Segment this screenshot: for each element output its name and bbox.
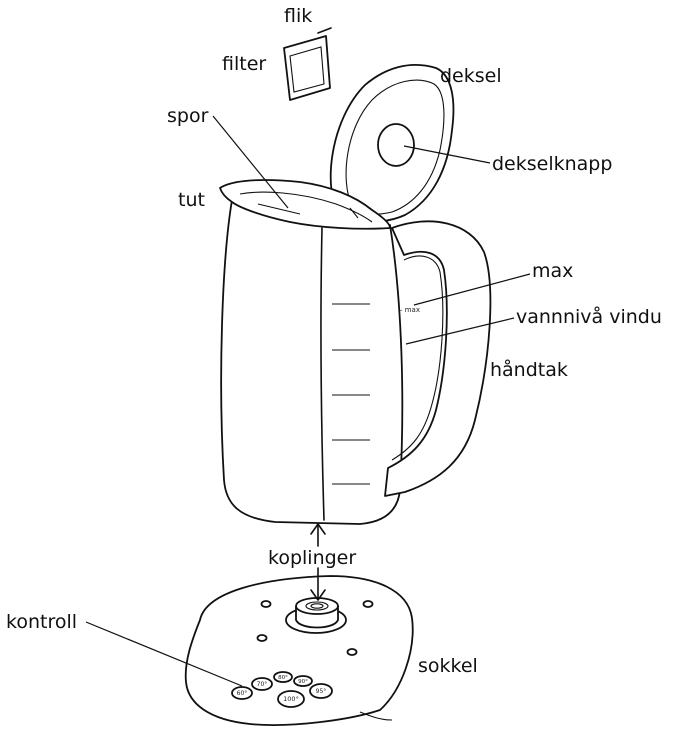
label-sokkel: sokkel [418, 655, 478, 677]
connection-arrow [310, 523, 326, 601]
label-deksel: deksel [440, 65, 502, 87]
temp-button-70[interactable]: 70° [251, 677, 273, 691]
leader-max [413, 273, 531, 306]
label-filter: filter [222, 53, 266, 75]
svg-text:100°: 100° [283, 695, 299, 703]
label-dekselknapp: dekselknapp [492, 153, 612, 175]
label-vannniva-vindu: vannnivå vindu [516, 305, 662, 328]
label-kontroll: kontroll [6, 611, 77, 633]
leader-vannniva [405, 317, 515, 345]
label-koplinger: koplinger [268, 547, 356, 569]
filter-part [283, 27, 332, 101]
leader-kontroll [85, 621, 243, 687]
temp-button-90[interactable]: 90° [293, 675, 313, 687]
label-flik: flik [284, 5, 312, 27]
kettle-body: – max [219, 179, 492, 525]
label-max: max [532, 260, 573, 282]
svg-text:80°: 80° [278, 675, 288, 681]
label-handtak: håndtak [490, 358, 568, 381]
base-part: 60° 70° 80° 90° 95° 100° [184, 575, 414, 726]
svg-text:70°: 70° [257, 681, 268, 688]
svg-text:95°: 95° [316, 688, 327, 695]
svg-text:90°: 90° [298, 679, 308, 685]
leader-dekselknapp [403, 145, 491, 164]
temp-button-60[interactable]: 60° [231, 686, 253, 700]
leader-spor [212, 115, 289, 209]
temp-button-80[interactable]: 80° [273, 671, 293, 683]
lid-part [329, 64, 455, 223]
label-tut: tut [178, 189, 205, 211]
label-spor: spor [167, 105, 209, 127]
svg-text:60°: 60° [237, 690, 248, 697]
temp-button-95[interactable]: 95° [309, 683, 333, 699]
max-gauge-text: – max [399, 306, 420, 314]
temp-button-100[interactable]: 100° [277, 690, 305, 708]
